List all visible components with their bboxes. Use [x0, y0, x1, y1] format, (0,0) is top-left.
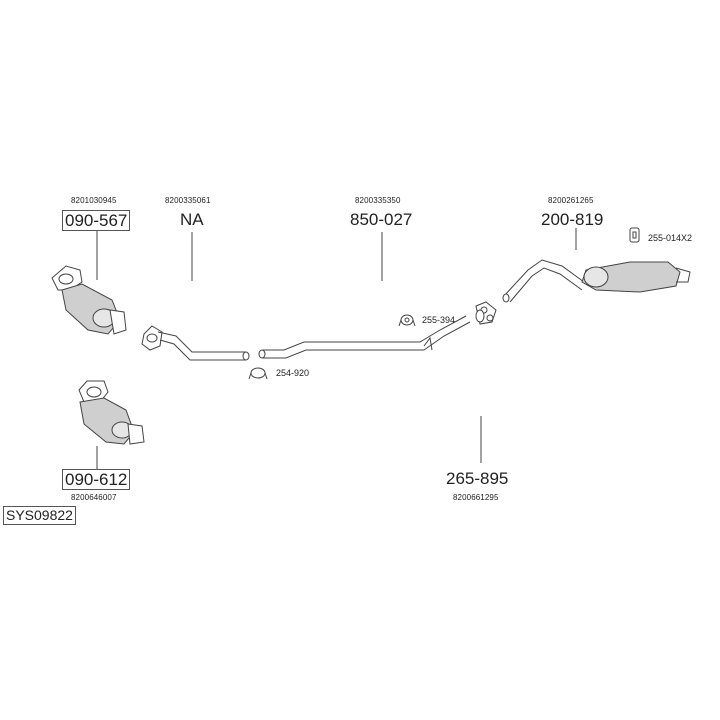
oe-number-850-027: 8200335350 [355, 196, 401, 205]
oe-number-200-819: 8200261265 [548, 196, 594, 205]
part-code-090-567[interactable]: 090-567 [62, 210, 131, 231]
flange-joint [475, 301, 497, 325]
part-code-na[interactable]: NA [180, 210, 204, 229]
catalytic-converter-090-612 [78, 380, 145, 445]
oe-number-090-567: 8201030945 [71, 196, 117, 205]
rear-muffler-200-819 [502, 259, 691, 303]
rubber-hanger-255-014x2 [629, 227, 640, 243]
part-code-090-612[interactable]: 090-612 [62, 469, 131, 490]
oe-number-265-895: 8200661295 [453, 493, 499, 502]
bracket-255-394 [398, 314, 416, 327]
accessory-code-254-920[interactable]: 254-920 [276, 368, 310, 378]
oe-number-090-612: 8200646007 [71, 493, 117, 502]
clamp-254-920 [248, 367, 268, 380]
center-pipe-850-027 [258, 315, 471, 359]
catalytic-converter-090-567 [51, 265, 127, 335]
front-pipe-na [141, 325, 250, 361]
accessory-code-255-394[interactable]: 255-394 [422, 315, 456, 325]
part-code-200-819[interactable]: 200-819 [541, 210, 604, 229]
accessory-code-255-014x2[interactable]: 255-014X2 [648, 233, 693, 243]
part-code-850-027[interactable]: 850-027 [350, 210, 413, 229]
system-id-label: SYS09822 [3, 506, 76, 525]
oe-number-na: 8200335061 [165, 196, 211, 205]
part-code-265-895[interactable]: 265-895 [446, 469, 509, 488]
